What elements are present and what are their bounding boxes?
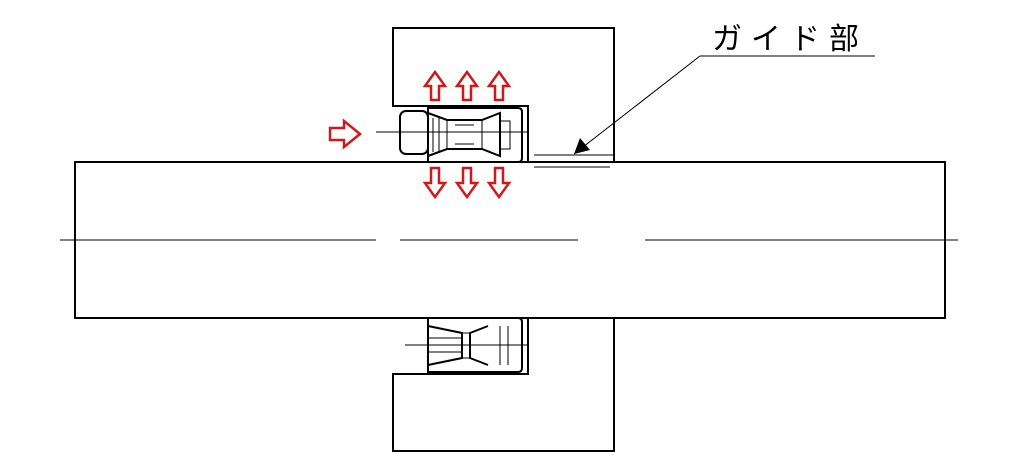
down-arrow-2 (454, 166, 480, 200)
axial-force-arrow (328, 118, 362, 150)
housing-lower (392, 317, 615, 452)
down-arrow-1 (422, 166, 448, 200)
outward-force-arrows (422, 69, 512, 102)
lower-bearing (405, 317, 528, 373)
inward-force-arrows (422, 166, 512, 200)
up-arrow-3 (486, 69, 512, 102)
guide-section-lines (534, 154, 614, 168)
upper-bearing (376, 107, 528, 163)
leader-line (573, 55, 875, 155)
down-arrow-3 (486, 166, 512, 200)
up-arrow-2 (454, 69, 480, 102)
up-arrow-1 (422, 69, 448, 102)
guide-section-label: ガイド部 (712, 22, 868, 57)
